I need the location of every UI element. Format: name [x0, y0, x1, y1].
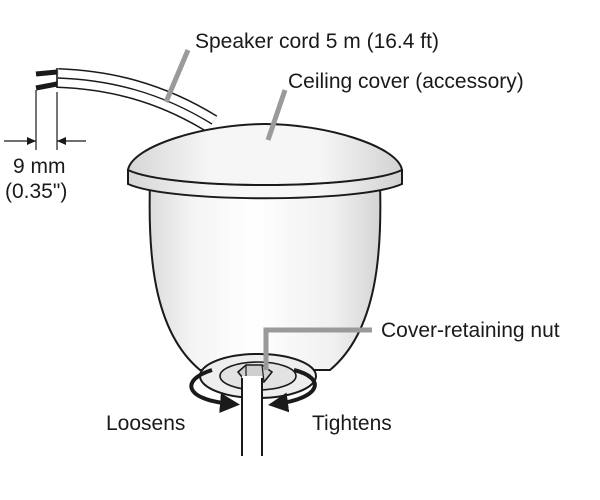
leader-cover-retaining-nut: [263, 327, 372, 370]
leader-lines: [163, 49, 372, 370]
ceiling-cover-top: [126, 122, 404, 186]
label-loosens: Loosens: [106, 412, 185, 435]
label-cover-retaining-nut: Cover-retaining nut: [381, 319, 560, 342]
strip-length-dimension: [4, 90, 86, 150]
dimension-arrow-left: [27, 137, 36, 145]
speaker-cord: [35, 68, 218, 133]
label-speaker-cord: Speaker cord 5 m (16.4 ft): [195, 30, 439, 53]
leader-speaker-cord: [163, 49, 191, 103]
tighten-arrow: [268, 368, 317, 413]
speaker-dome: [148, 182, 382, 371]
leader-ceiling-cover: [265, 89, 288, 141]
label-ceiling-cover: Ceiling cover (accessory): [288, 70, 524, 93]
hanging-rod: [241, 376, 263, 456]
stripped-wire-upper: [35, 69, 58, 77]
label-strip-metric: 9 mm: [13, 155, 66, 178]
speaker-body: [148, 182, 382, 371]
ceiling-cover: [126, 122, 404, 200]
loosen-arrow: [189, 368, 240, 413]
stripped-wire-lower: [35, 81, 58, 91]
label-tightens: Tightens: [312, 412, 392, 435]
label-strip-imperial: (0.35"): [5, 180, 67, 203]
dimension-arrow-right: [57, 137, 66, 145]
